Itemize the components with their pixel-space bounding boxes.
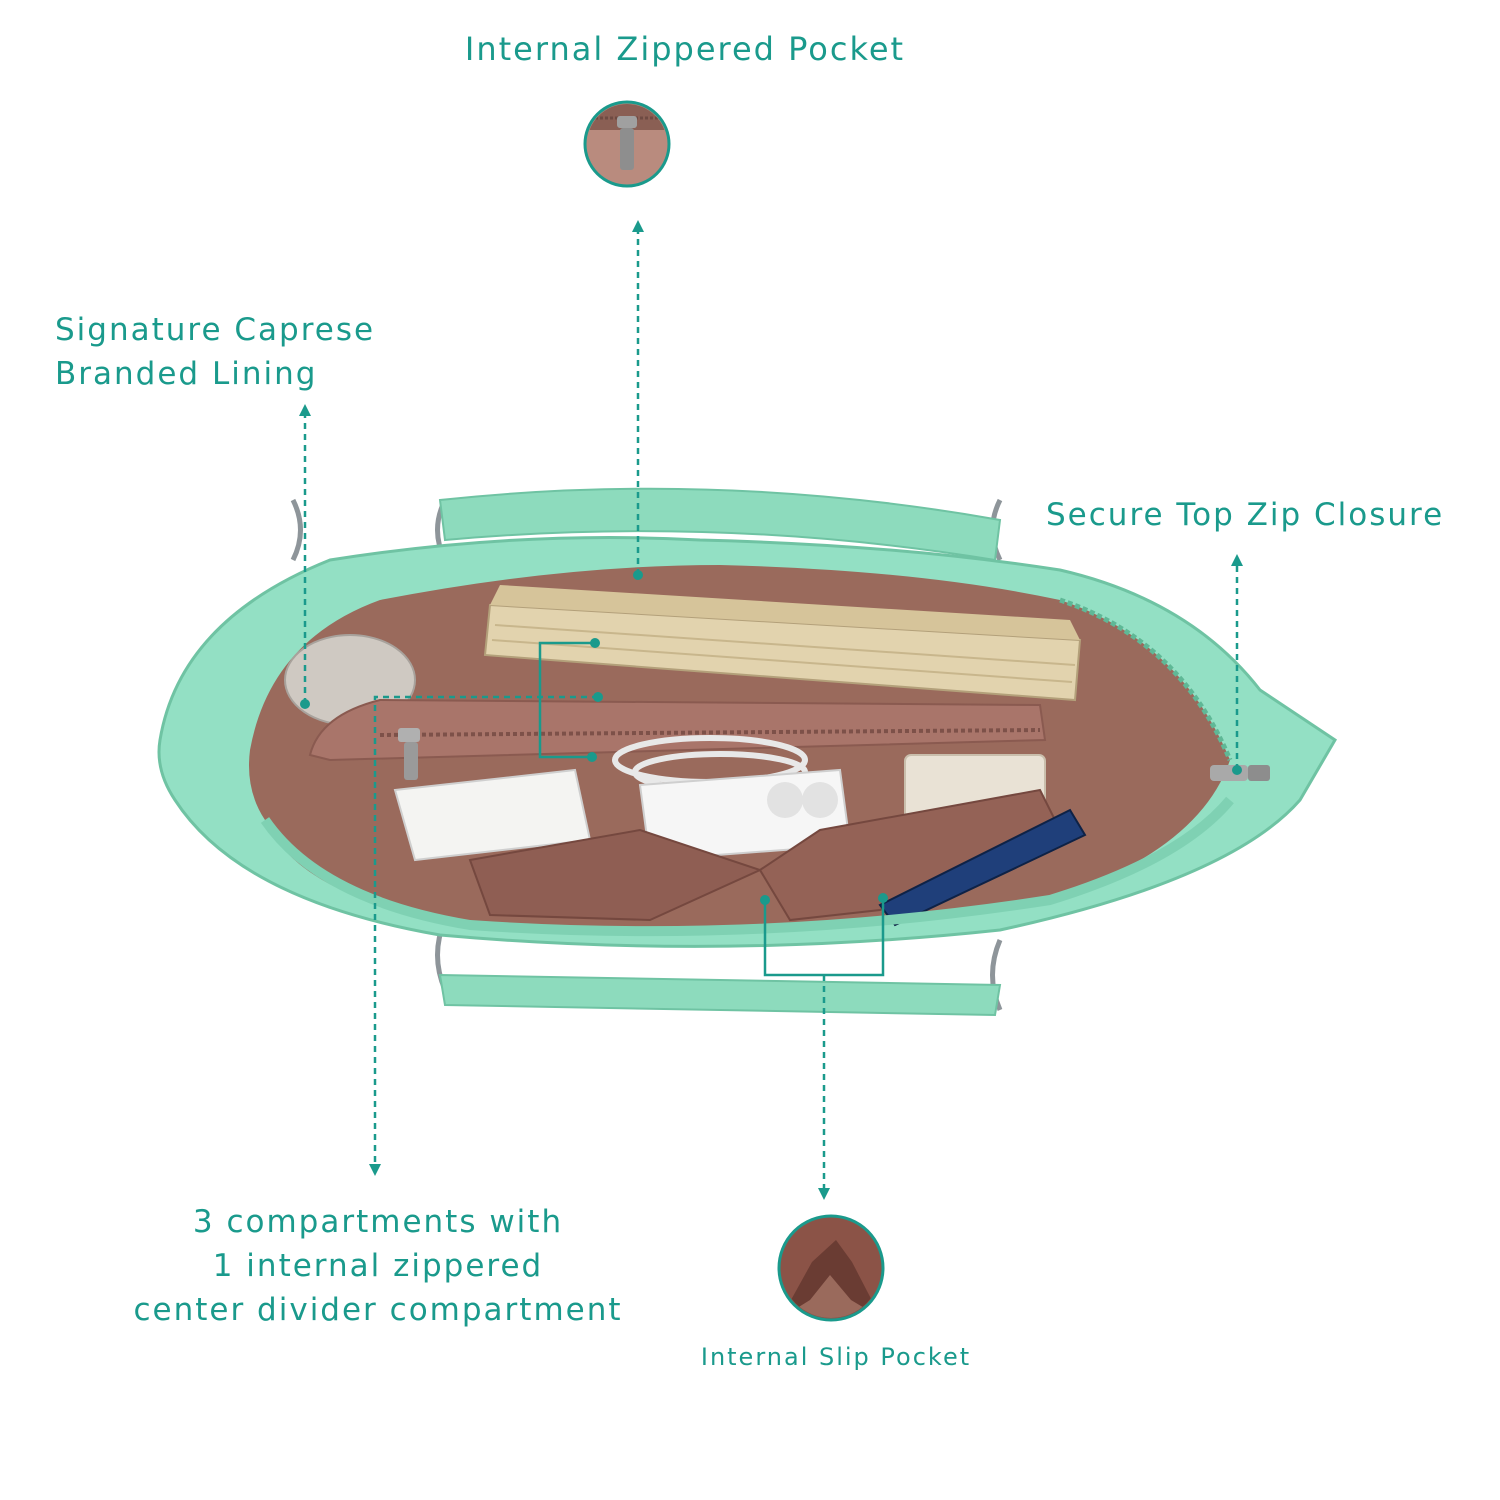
callout-lines bbox=[303, 228, 1239, 1192]
internal-slip-pocket-label: Internal Slip Pocket bbox=[700, 1343, 972, 1371]
zippered-pocket-thumbnail bbox=[583, 100, 671, 188]
compartments-label-line-3: center divider compartment bbox=[133, 1292, 623, 1328]
callout-dots bbox=[300, 570, 1242, 905]
top-zipper-track bbox=[1059, 597, 1233, 761]
branded-lining-label-line-2: Branded Lining bbox=[55, 356, 318, 392]
bag-front-rim bbox=[260, 796, 1234, 937]
front-slip-pockets bbox=[468, 788, 1062, 922]
internal-zippered-pocket-label: Internal Zippered Pocket bbox=[464, 30, 906, 68]
center-divider-pocket bbox=[308, 698, 1047, 780]
handbag bbox=[157, 487, 1338, 1017]
top-zip-closure-label: Secure Top Zip Closure bbox=[1046, 497, 1445, 533]
handle-front bbox=[438, 973, 1002, 1017]
branded-lining-label: Signature Caprese Branded Lining bbox=[55, 308, 375, 396]
compartments-label-line-2: 1 internal zippered bbox=[212, 1248, 544, 1284]
book-item bbox=[483, 585, 1082, 702]
compartments-label-line-1: 3 compartments with bbox=[192, 1204, 564, 1240]
slip-pocket-thumbnail bbox=[777, 1214, 885, 1322]
adapter-item bbox=[638, 768, 852, 862]
branded-lining-label-line-1: Signature Caprese bbox=[55, 312, 376, 348]
callout-arrowheads bbox=[299, 220, 1243, 1200]
compartments-label: 3 compartments with 1 internal zippered … bbox=[100, 1200, 656, 1332]
